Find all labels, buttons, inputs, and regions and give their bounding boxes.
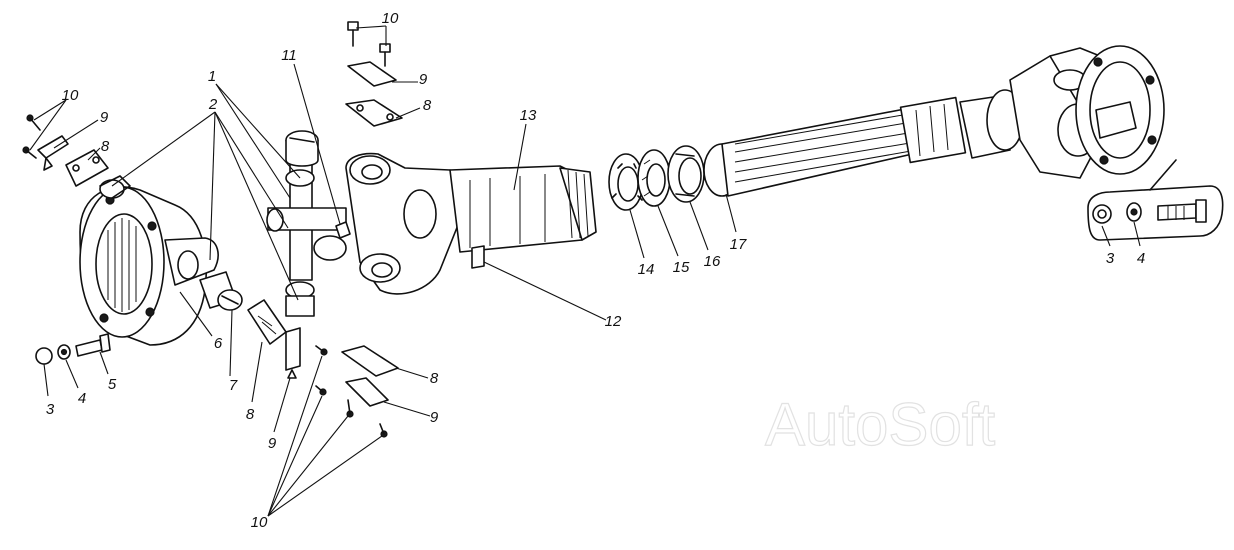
spider-cross xyxy=(266,144,347,317)
callout-label: 3 xyxy=(1106,250,1115,267)
lock-plate-lower-right xyxy=(345,377,389,407)
callout-label: 11 xyxy=(281,47,297,64)
callout-label: 16 xyxy=(704,253,721,270)
callout-label: 5 xyxy=(108,376,117,393)
callout-label: 4 xyxy=(1137,250,1145,267)
callout-label: 10 xyxy=(62,87,79,104)
callout-label: 2 xyxy=(208,96,218,113)
right-universal-joint xyxy=(1009,45,1165,179)
grease-fitting-12 xyxy=(471,245,485,269)
splined-shaft xyxy=(703,89,1024,197)
needle-bearing-cup xyxy=(199,271,243,311)
callout-label: 17 xyxy=(730,236,747,253)
bolts-lower xyxy=(315,345,388,438)
gasket-lower-right xyxy=(341,345,399,377)
callout-label: 13 xyxy=(520,107,537,124)
callout-label: 10 xyxy=(382,10,399,27)
fastener-inset xyxy=(1087,159,1224,241)
callout-label: 12 xyxy=(605,313,622,330)
gasket-upper-left xyxy=(65,149,109,187)
slip-yoke xyxy=(345,152,597,295)
seal-ring-15 xyxy=(637,149,671,207)
nut-washer-bolt-left xyxy=(35,333,111,365)
callout-label: 3 xyxy=(46,401,55,418)
lock-plate-top xyxy=(347,61,397,87)
callout-label: 9 xyxy=(430,409,439,426)
seal-cap-16 xyxy=(667,145,705,203)
bolts-upper-left xyxy=(22,114,41,159)
grease-fitting xyxy=(335,221,351,239)
callout-label: 8 xyxy=(423,97,432,114)
lock-plate-upper-left xyxy=(37,135,69,171)
callout-label: 4 xyxy=(78,390,86,407)
callout-label: 9 xyxy=(268,435,277,452)
bearing-cup-top xyxy=(285,130,319,167)
leader-lines xyxy=(29,25,1141,517)
callout-label: 8 xyxy=(101,138,110,155)
callout-label: 10 xyxy=(251,514,268,531)
callout-label: 9 xyxy=(100,109,109,126)
callout-label: 14 xyxy=(638,261,655,278)
callout-label: 8 xyxy=(430,370,439,387)
callout-label: 7 xyxy=(229,377,238,394)
flange-yoke xyxy=(79,186,219,346)
lock-plate-lower-left xyxy=(285,327,301,379)
callout-label: 1 xyxy=(208,68,216,85)
upper-flange-bearing-cup xyxy=(99,175,131,199)
watermark: AutoSoft xyxy=(765,391,995,458)
callout-label: 9 xyxy=(419,71,428,88)
callout-label: 15 xyxy=(673,259,690,276)
bolts-top xyxy=(347,21,391,67)
callout-label: 6 xyxy=(214,335,223,352)
gasket-lower-left xyxy=(247,299,287,345)
callout-label: 8 xyxy=(246,406,255,423)
gasket-top xyxy=(345,99,403,127)
